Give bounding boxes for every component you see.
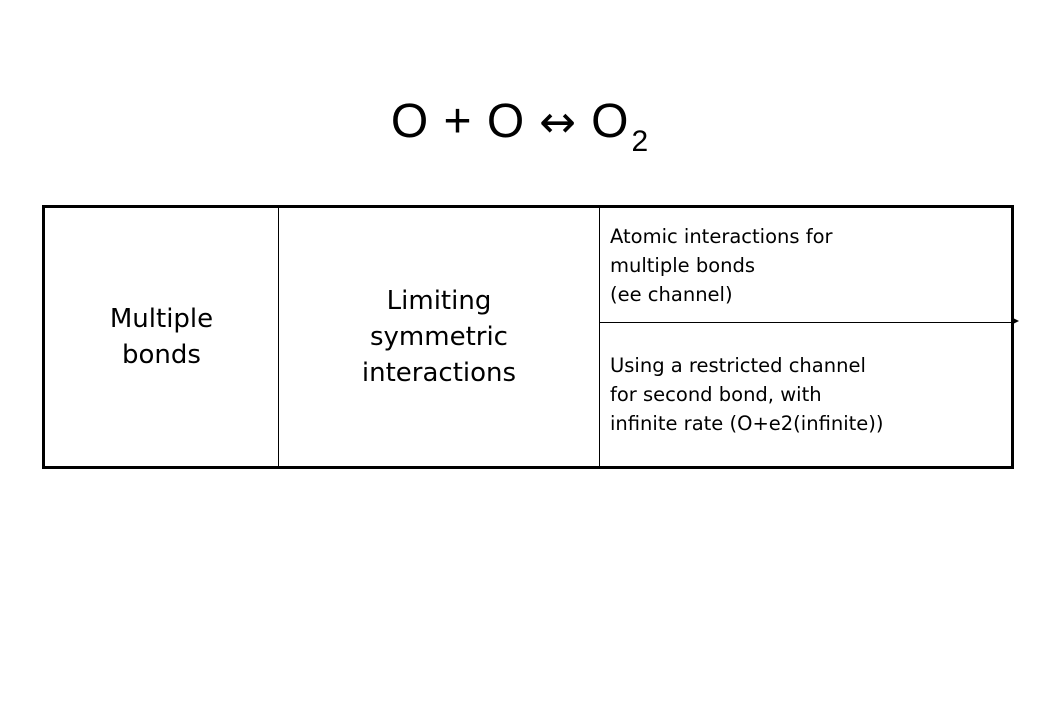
cell-text-line: infinite rate (O+e2(infinite))	[610, 412, 884, 435]
cell-text-line: (ee channel)	[610, 282, 733, 306]
bidirectional-arrow-icon: ↔	[539, 97, 578, 148]
cell-text-line: Limiting	[386, 286, 492, 316]
cell-text-line: bonds	[122, 340, 201, 370]
cell-multiple-bonds: Multiple bonds	[45, 208, 278, 466]
cell-limiting-symmetric-interactions: Limiting symmetric interactions	[279, 208, 599, 466]
cell-text-line: multiple bonds	[610, 253, 756, 277]
title-product: O	[591, 95, 630, 148]
cell-text-line: Multiple	[109, 304, 214, 334]
cell-atomic-interactions: Atomic interactions for multiple bonds (…	[600, 208, 1011, 322]
title-subscript: 2	[631, 125, 650, 158]
cell-text-line: for second bond, with	[610, 383, 822, 406]
row-divider	[599, 322, 1014, 323]
title-reactants: O + O	[390, 95, 526, 148]
cell-restricted-channel: Using a restricted channel for second bo…	[600, 323, 1011, 466]
column-divider	[278, 208, 279, 466]
classification-table: Multiple bonds Limiting symmetric intera…	[42, 205, 1019, 469]
arrow-tip-icon	[1013, 318, 1019, 324]
slide-title: O + O ↔ O2	[0, 92, 1040, 158]
cell-text-line: Atomic interactions for	[610, 224, 833, 248]
column-divider	[599, 208, 600, 466]
cell-text-line: symmetric	[369, 322, 508, 352]
cell-text-line: interactions	[361, 358, 517, 388]
cell-text-line: Using a restricted channel	[610, 354, 866, 377]
